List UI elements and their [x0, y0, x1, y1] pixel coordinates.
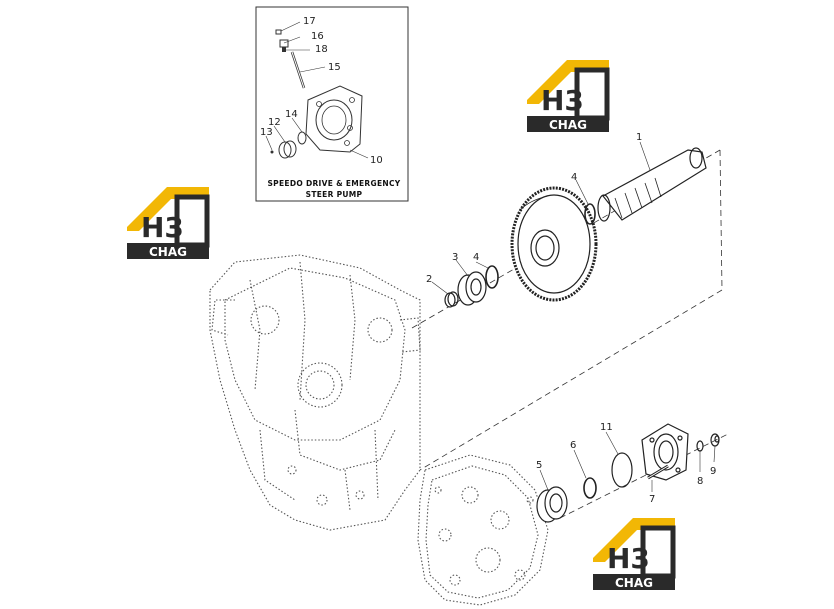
- bearing-upper: [457, 271, 487, 306]
- transmission-housing: [209, 254, 421, 531]
- watermark-brand: CHAG: [149, 245, 187, 259]
- inset-panel: 17 16 18 15 14 12 13 10 SPEEDO DRIVE & E…: [255, 6, 409, 202]
- callout-8: 8: [697, 476, 703, 487]
- watermark-mark: H3: [607, 542, 650, 575]
- watermark-logo-bottom-right: H3 CHAG: [593, 518, 676, 590]
- watermark-mark: H3: [141, 211, 184, 244]
- inset-callout-16: 16: [311, 31, 324, 42]
- watermark-logo-top-right: H3 CHAG: [527, 60, 610, 132]
- leader-lines: [431, 141, 716, 492]
- inset-callout-10: 10: [370, 155, 383, 166]
- pump-cover-flange: [641, 423, 689, 481]
- nut: [444, 291, 459, 308]
- inset-callout-18: 18: [315, 44, 328, 55]
- inset-callout-15: 15: [328, 62, 341, 73]
- callout-7: 7: [649, 494, 655, 505]
- inset-callout-12: 12: [268, 117, 281, 128]
- snap-ring-upper: [584, 203, 596, 225]
- cover-plate: [417, 454, 549, 606]
- stud-7: [647, 464, 669, 480]
- bearing-lower: [536, 486, 568, 523]
- watermark-mark: H3: [541, 84, 584, 117]
- assembly-centerlines: [411, 149, 729, 519]
- inset-callout-14: 14: [285, 109, 298, 120]
- callout-9: 9: [710, 466, 716, 477]
- inset-callout-13: 13: [260, 127, 273, 138]
- main-shaft: [597, 147, 707, 222]
- callout-11: 11: [600, 422, 613, 433]
- washer-8: [696, 440, 704, 452]
- callout-4-upper: 4: [571, 172, 577, 183]
- o-ring-11: [611, 452, 633, 488]
- watermark-brand: CHAG: [615, 576, 653, 590]
- inset-caption-line2: STEER PUMP: [306, 190, 363, 199]
- callout-1: 1: [636, 132, 642, 143]
- snap-ring-lower: [485, 265, 499, 289]
- callout-6: 6: [570, 440, 576, 451]
- nut-9: [710, 433, 720, 447]
- snap-ring-6: [583, 477, 597, 499]
- inset-callout-17: 17: [303, 16, 316, 27]
- callout-4-lower: 4: [473, 252, 479, 263]
- callout-3: 3: [452, 252, 458, 263]
- inset-caption-line1: SPEEDO DRIVE & EMERGENCY: [267, 179, 400, 188]
- callout-5: 5: [536, 460, 542, 471]
- watermark-brand: CHAG: [549, 118, 587, 132]
- callout-2: 2: [426, 274, 432, 285]
- watermark-logo-left: H3 CHAG: [127, 187, 210, 259]
- spur-gear: [510, 186, 598, 302]
